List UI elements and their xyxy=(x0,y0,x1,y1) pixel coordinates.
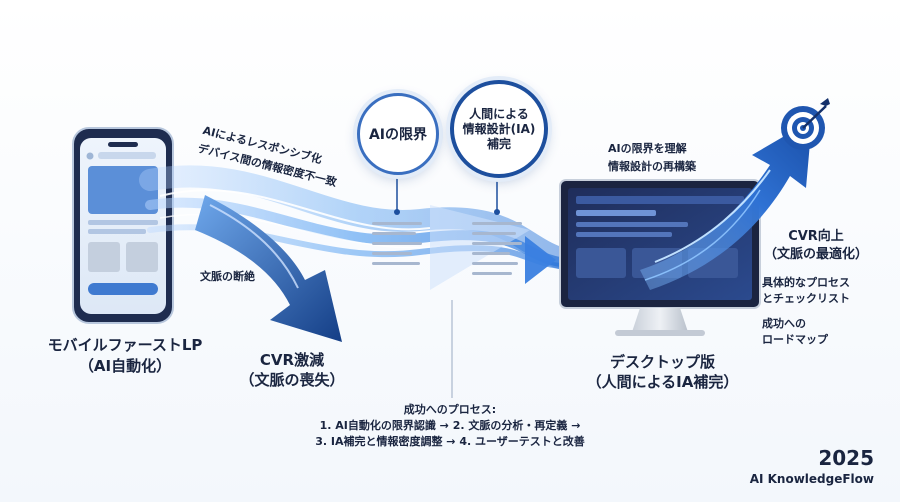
rebuild-labels: AIの限界を理解 情報設計の再構築 xyxy=(608,140,696,175)
rebuild-line2: 情報設計の再構築 xyxy=(608,159,696,173)
roadmap-label: 成功への ロードマップ xyxy=(762,316,828,348)
cvr-up-arrow xyxy=(640,120,812,290)
checklist-line1: 具体的なプロセス xyxy=(762,276,850,289)
cvr-down-line2: （文脈の喪失） xyxy=(239,371,345,390)
ai-limit-circle: AIの限界 xyxy=(357,93,439,175)
roadmap-line2: ロードマップ xyxy=(762,332,828,346)
footer-brand: AI KnowledgeFlow xyxy=(749,472,874,486)
process-block: 成功へのプロセス: 1. AI自動化の限界認識 → 2. 文脈の分析・再定義 →… xyxy=(300,402,600,450)
roadmap-line1: 成功への xyxy=(762,317,806,330)
circle-connectors xyxy=(372,172,522,398)
human-ia-circle: 人間による 情報設計(IA) 補完 xyxy=(450,80,548,178)
cvr-up-line2: （文脈の最適化） xyxy=(763,247,868,263)
process-line1: 1. AI自動化の限界認識 → 2. 文脈の分析・再定義 → xyxy=(319,418,581,432)
context-break-label: 文脈の断絶 xyxy=(200,270,255,283)
cvr-down-line1: CVR激減 xyxy=(259,351,325,369)
cvr-down-arrow xyxy=(195,195,342,342)
human-ia-line2: 情報設計(IA) xyxy=(462,121,536,136)
cvr-up-caption: CVR向上 （文脈の最適化） xyxy=(760,228,872,264)
rebuild-line1: AIの限界を理解 xyxy=(608,142,687,155)
desktop-line2: （人間によるIA補完） xyxy=(586,373,739,392)
human-ia-line1: 人間による xyxy=(469,106,529,121)
smartphone-illustration xyxy=(72,127,174,324)
human-ia-line3: 補完 xyxy=(486,136,511,151)
desktop-monitor-illustration xyxy=(559,179,761,336)
cvr-up-line1: CVR向上 xyxy=(788,229,844,244)
checklist-label: 具体的なプロセス とチェックリスト xyxy=(762,275,850,307)
mobile-first-caption: モバイルファーストLP （AI自動化） xyxy=(30,335,220,377)
process-title: 成功へのプロセス: xyxy=(403,403,497,416)
cvr-down-caption: CVR激減 （文脈の喪失） xyxy=(232,350,352,391)
checklist-line2: とチェックリスト xyxy=(762,291,850,305)
desktop-caption: デスクトップ版 （人間によるIA補完） xyxy=(575,352,750,393)
mobile-first-line1: モバイルファーストLP xyxy=(47,336,203,354)
footer-year: 2025 xyxy=(818,446,874,470)
ai-limit-label: AIの限界 xyxy=(368,127,428,143)
process-line2: 3. IA補完と情報密度調整 → 4. ユーザーテストと改善 xyxy=(315,434,585,448)
desktop-line1: デスクトップ版 xyxy=(609,353,715,371)
target-icon xyxy=(781,98,830,150)
mobile-first-line2: （AI自動化） xyxy=(78,357,172,375)
